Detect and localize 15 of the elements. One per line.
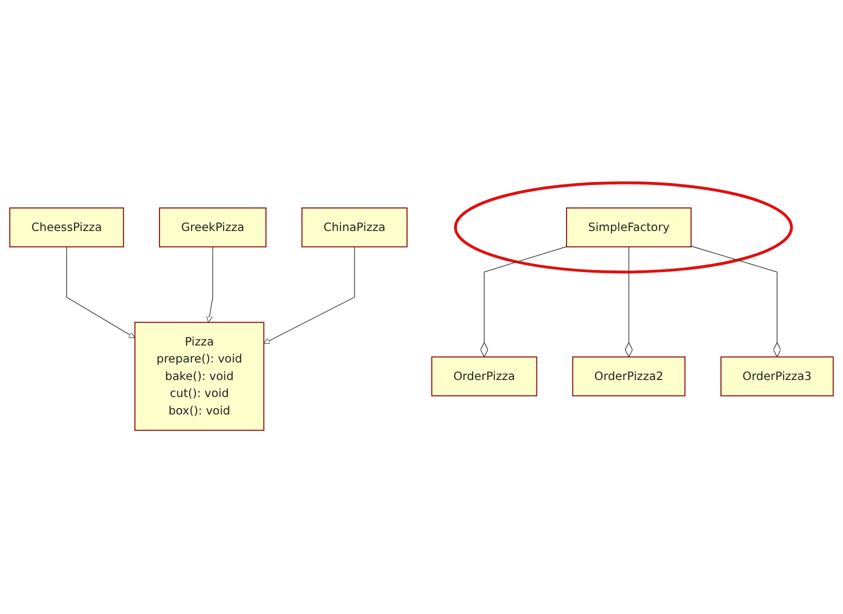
node-box: SimpleFactory — [566, 208, 692, 248]
connector — [624, 246, 633, 358]
node-box: GreekPizza — [158, 208, 266, 248]
node-box: ChinaPizza — [301, 208, 408, 248]
node-box: OrderPizza — [431, 356, 538, 397]
arrow — [264, 246, 355, 344]
arrow — [66, 246, 136, 339]
connector — [690, 246, 782, 358]
node-box: OrderPizza2 — [572, 356, 686, 397]
node-box: CheessPizza — [9, 208, 124, 248]
connector — [480, 246, 567, 358]
node-box: Pizza prepare(): void bake(): void cut(): void box(): void — [134, 322, 264, 432]
cluster — [454, 182, 793, 274]
node-box: OrderPizza3 — [720, 356, 834, 397]
arrow — [206, 246, 214, 324]
